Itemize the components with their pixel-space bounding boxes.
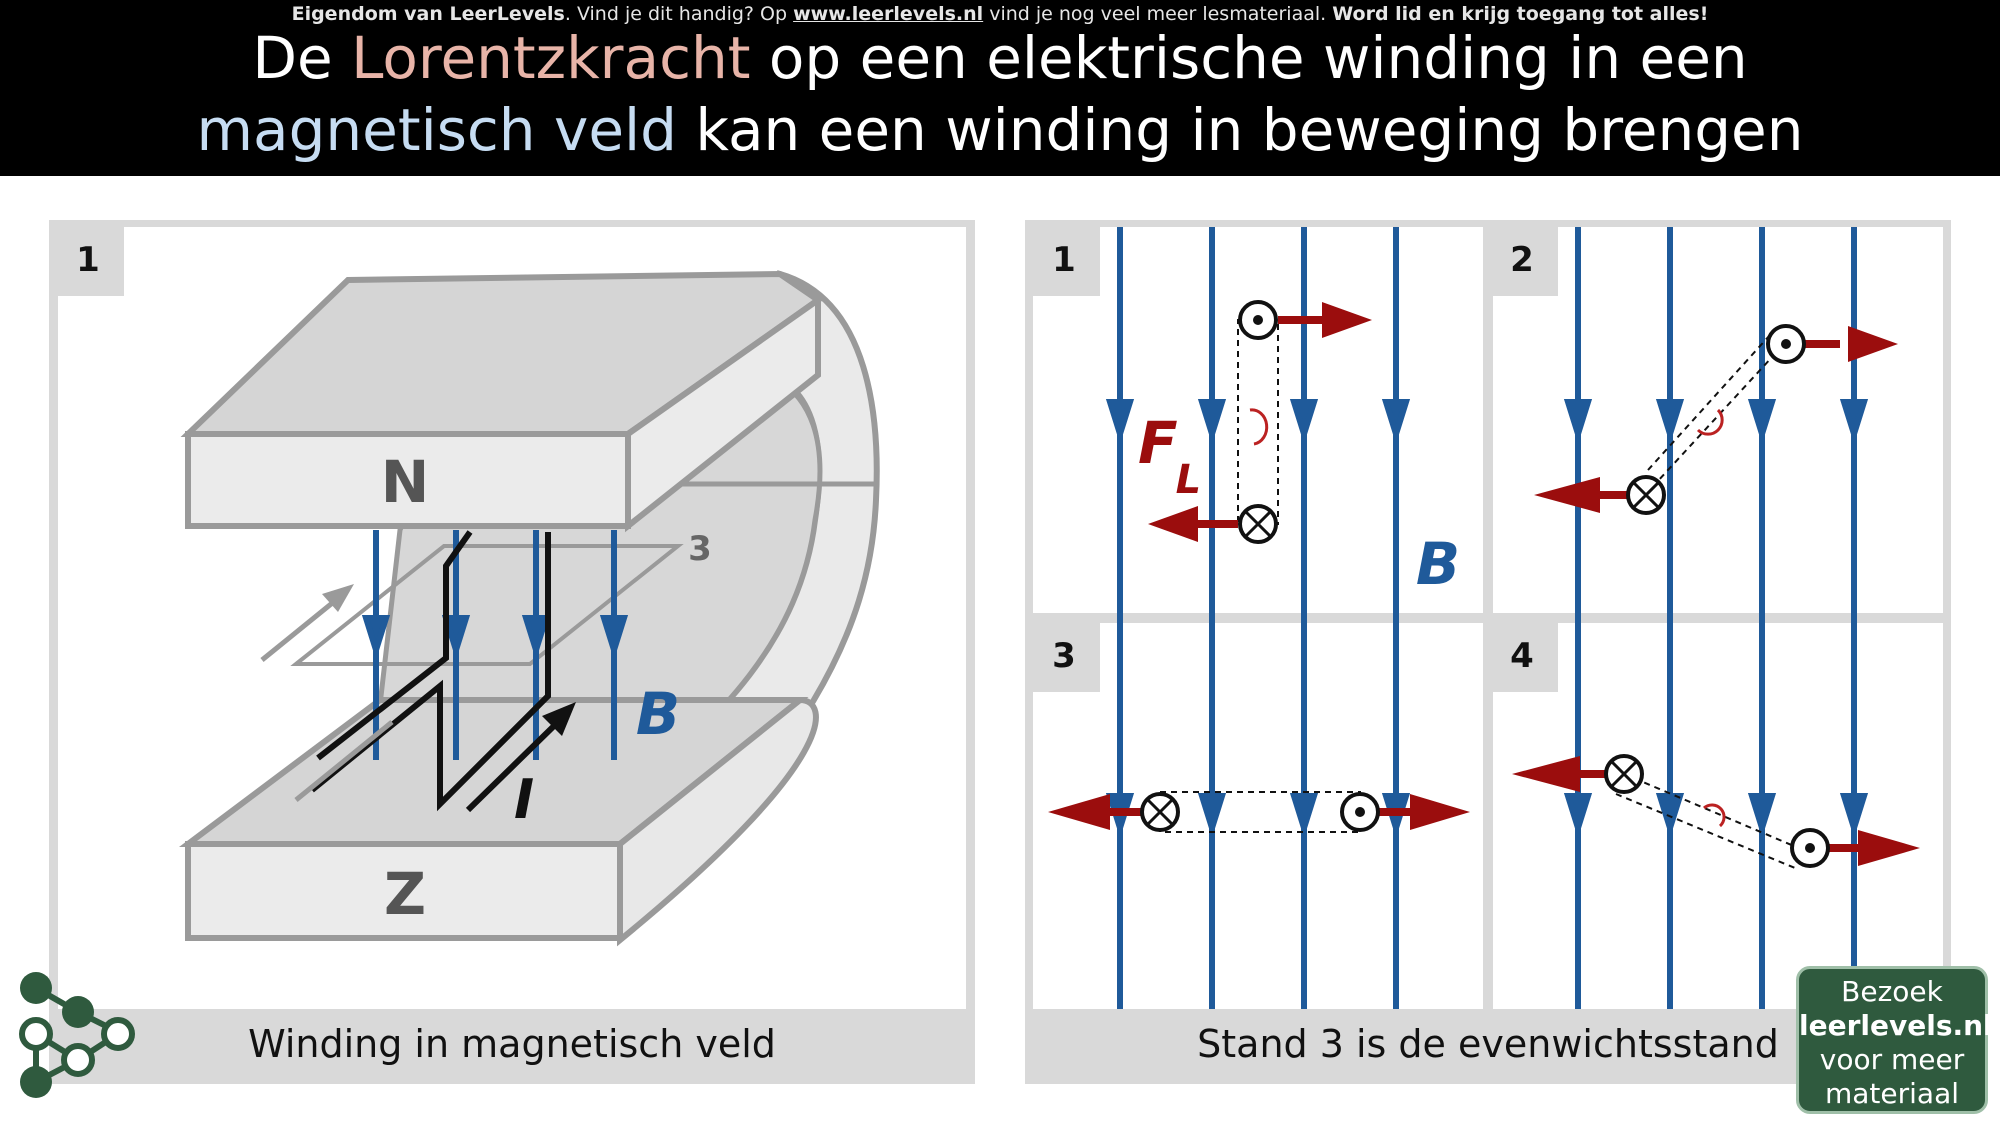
winding-lead-gray bbox=[294, 720, 394, 802]
current-arrow bbox=[542, 702, 576, 736]
left-panel-caption: Winding in magnetisch veld bbox=[248, 1022, 776, 1066]
header-banner: Eigendom van LeerLevels. Vind je dit han… bbox=[0, 0, 2000, 176]
stand-2-badge: 2 bbox=[1486, 224, 1558, 296]
leerlevels-logo[interactable] bbox=[14, 966, 144, 1106]
stand-2-loop bbox=[1534, 324, 1898, 515]
current-label: I bbox=[514, 768, 534, 831]
stand-3-loop bbox=[1048, 791, 1470, 833]
page-title: De Lorentzkracht op een elektrische wind… bbox=[196, 24, 1804, 164]
stand-3-badge: 3 bbox=[1028, 620, 1100, 692]
magnet-north-block bbox=[185, 431, 631, 529]
gray-direction-arrow bbox=[322, 584, 354, 612]
right-panel-caption: Stand 3 is de evenwichtsstand bbox=[1197, 1022, 1779, 1066]
field-label-right: B bbox=[1416, 530, 1460, 598]
field-lines-left bbox=[361, 530, 629, 760]
field-label-left: B bbox=[636, 680, 680, 748]
ownership-notice: Eigendom van LeerLevels. Vind je dit han… bbox=[291, 3, 1709, 25]
title-highlight-lorentz: Lorentzkracht bbox=[351, 24, 751, 92]
plane-number-label: 3 bbox=[688, 529, 712, 569]
stand-1-loop bbox=[1148, 300, 1372, 544]
magnet-south-block bbox=[185, 841, 623, 941]
winding-plane-outline bbox=[290, 544, 684, 666]
visit-leerlevels-button[interactable]: Bezoek leerlevels.nl voor meer materiaal bbox=[1796, 966, 1993, 1114]
title-highlight-field: magnetisch veld bbox=[196, 96, 677, 164]
stand-4-loop bbox=[1512, 754, 1920, 869]
magnet-bottom-side bbox=[617, 696, 819, 947]
website-link[interactable]: www.leerlevels.nl bbox=[793, 3, 984, 25]
stand-1-badge: 1 bbox=[1028, 224, 1100, 296]
magnet-diagram: N Z 3 B I bbox=[58, 227, 966, 1009]
pole-south-label: Z bbox=[384, 860, 426, 928]
left-panel-badge: 1 bbox=[52, 224, 124, 296]
winding-loop bbox=[310, 530, 551, 812]
field-lines-right bbox=[1105, 227, 1869, 1009]
pole-north-label: N bbox=[381, 448, 430, 516]
stand-4-badge: 4 bbox=[1486, 620, 1558, 692]
